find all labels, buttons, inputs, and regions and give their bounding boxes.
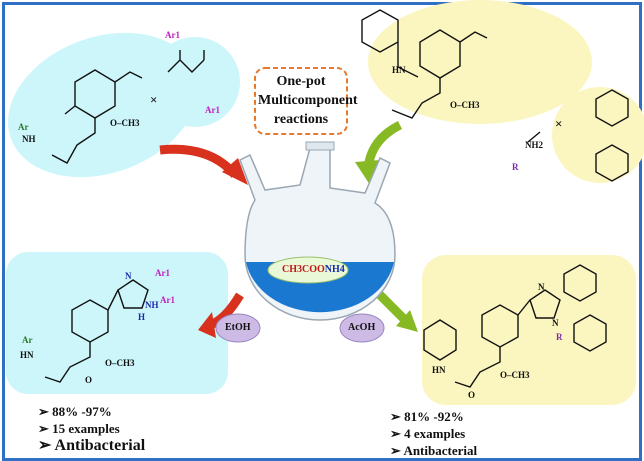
benzene-ring <box>595 89 629 127</box>
och3-label: O–CH3 <box>450 100 480 110</box>
imidazole-ring <box>529 289 561 319</box>
title-box: One-pot Multicomponent reactions <box>258 72 358 129</box>
ar1-label: Ar1 <box>205 105 220 115</box>
ar-label: Ar <box>18 122 29 132</box>
reagent-bubble <box>267 256 349 284</box>
yield-range: 88% -97% <box>38 403 145 420</box>
r-label: R <box>512 162 519 172</box>
och3-label: O–CH3 <box>500 370 530 380</box>
left-results-list: 88% -97% 15 examples Antibacterial <box>38 403 145 454</box>
product-right-bg <box>422 255 636 405</box>
activity-label: Antibacterial <box>390 442 477 459</box>
reactant-benzil-bg <box>552 87 644 183</box>
och3-label: O–CH3 <box>110 118 140 128</box>
acoh-label: AcOH <box>348 322 376 333</box>
green-arrowhead-out <box>396 310 418 332</box>
red-arrowhead <box>222 158 248 185</box>
reactant-aldehyde2-bg <box>368 0 592 124</box>
imidazole-ring <box>117 279 149 309</box>
product-left-bg <box>6 252 228 394</box>
o-label: O <box>85 375 93 385</box>
right-results-list: 81% -92% 4 examples Antibacterial <box>390 408 477 459</box>
yield-range: 81% -92% <box>390 408 477 425</box>
red-arrowhead-out <box>198 312 216 338</box>
hn-label: HN <box>20 350 34 360</box>
examples-count: 4 examples <box>390 425 477 442</box>
reagent-part2: NH4 <box>324 264 345 275</box>
r-label: R <box>556 332 563 342</box>
title-line: Multicomponent <box>258 93 358 108</box>
plus-sign: × <box>555 116 563 131</box>
green-arrowhead <box>355 160 380 185</box>
title-dashed-box <box>254 67 348 135</box>
n-label: N <box>552 318 559 328</box>
nh-label: NH <box>145 300 159 310</box>
plus-sign: × <box>150 92 158 107</box>
h-label: H <box>138 312 146 322</box>
title-line: reactions <box>273 112 329 127</box>
reagent-part1: CH3COO <box>282 264 325 275</box>
reactant-diketone-bg <box>150 37 240 127</box>
examples-count: 15 examples <box>38 420 145 437</box>
reagent-label: CH3COONH4 <box>282 264 345 275</box>
benzene-ring <box>563 264 597 302</box>
benzene-ring <box>423 319 457 361</box>
hn-label: HN <box>392 65 406 75</box>
etoh-bubble <box>215 313 261 343</box>
ar1-label: Ar1 <box>155 268 170 278</box>
benzene-ring <box>595 144 629 182</box>
reactant-aldehyde-bg <box>8 32 198 178</box>
activity-label: Antibacterial <box>38 437 146 454</box>
benzene-ring <box>573 314 607 352</box>
acoh-bubble <box>339 313 385 343</box>
o-label: O <box>468 390 476 400</box>
och3-label: O–CH3 <box>105 358 135 368</box>
ar1-label: Ar1 <box>165 30 180 40</box>
etoh-label: EtOH <box>225 322 251 333</box>
benzene-ring <box>361 9 399 53</box>
nh-label: NH <box>22 134 36 144</box>
ar-label: Ar <box>22 335 33 345</box>
hn-label: HN <box>432 365 446 375</box>
nh2-label: NH2 <box>525 140 543 150</box>
title-line: One-pot <box>276 74 326 89</box>
n-label: N <box>538 282 545 292</box>
n-label: N <box>125 271 132 281</box>
ar1-label: Ar1 <box>160 295 175 305</box>
